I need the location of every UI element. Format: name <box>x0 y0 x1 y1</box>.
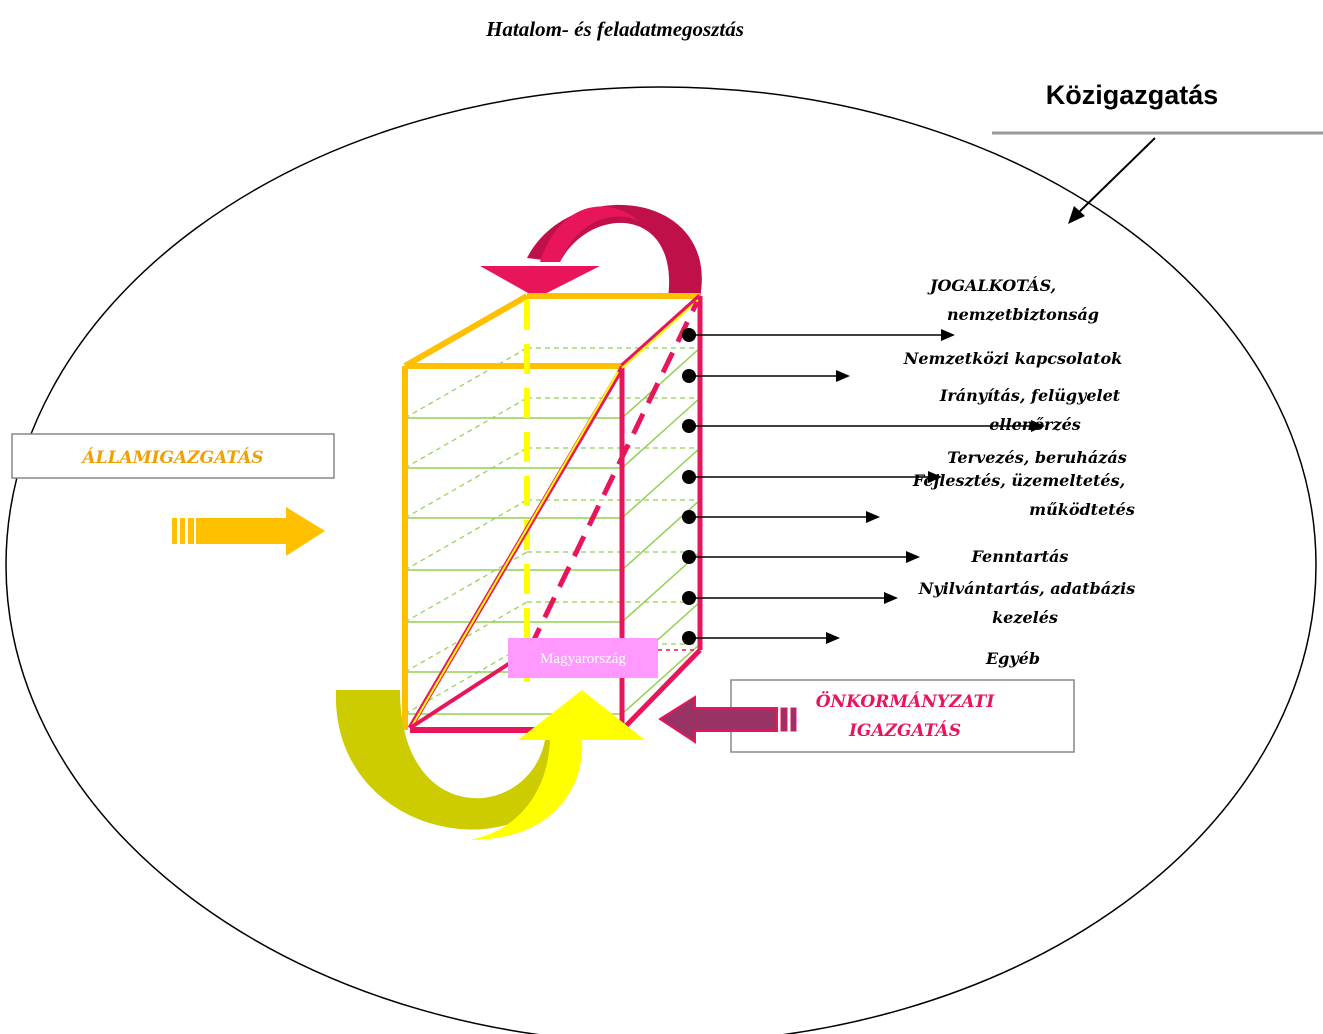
task-arrow-head <box>866 511 880 523</box>
public-administration-label: Közigazgatás <box>1046 80 1219 110</box>
task-arrow-head <box>836 370 850 382</box>
layer-right-edge <box>621 397 701 469</box>
top-curved-arrow <box>480 204 702 298</box>
task-item: Fejlesztés, üzemeltetés, működtetés <box>682 471 1135 524</box>
layer-left-edge <box>404 347 528 419</box>
pointer-arrow-head <box>1068 206 1085 224</box>
state-administration-label: ÁLLAMIGAZGATÁS <box>80 447 263 468</box>
public-administration-ellipse <box>5 86 1317 1034</box>
task-item: Egyéb <box>682 631 1040 668</box>
layer-left-edge <box>404 643 528 715</box>
layer-left-edge <box>404 397 528 469</box>
task-item: JOGALKOTÁS, nemzetbiztonság <box>682 275 1099 342</box>
task-arrow-head <box>826 632 840 644</box>
center-label: Magyarország <box>540 651 626 667</box>
layer-left-edge <box>404 447 528 519</box>
task-label-line1: Nemzetközi kapcsolatok <box>903 349 1123 368</box>
state-administration-box <box>11 433 335 479</box>
layer-planes <box>404 347 701 715</box>
state-arrow <box>172 507 325 556</box>
task-arrow-head <box>941 329 955 341</box>
task-arrow-head <box>906 551 920 563</box>
layer-left-edge <box>404 499 528 571</box>
task-item: Fenntartás <box>682 547 1068 566</box>
pointer-arrow-line <box>1075 137 1156 216</box>
local-government-box <box>730 679 1075 753</box>
task-label-line1: Fenntartás <box>971 547 1069 566</box>
state-prism-edges <box>402 293 700 730</box>
layer-right-edge <box>621 347 701 419</box>
task-label-line2: nemzetbiztonság <box>947 305 1099 324</box>
task-label-line2: ellenőrzés <box>989 415 1081 434</box>
task-arrow-head <box>884 592 898 604</box>
task-item: Irányítás, felügyelet ellenőrzés <box>682 386 1121 434</box>
center-label-box <box>508 638 658 678</box>
local-government-label-line1: ÖNKORMÁNYZATI <box>816 691 996 712</box>
bottom-curved-arrow <box>335 690 645 840</box>
task-item: Tervezés, beruházás <box>682 448 1127 484</box>
task-label-line1: Fejlesztés, üzemeltetés, <box>912 471 1125 490</box>
task-arrow-head <box>1031 420 1045 432</box>
layer-left-edge <box>404 601 528 673</box>
task-label-line1: JOGALKOTÁS, <box>927 275 1056 295</box>
layer-right-edge <box>621 447 701 519</box>
task-label-line1: Tervezés, beruházás <box>947 448 1126 467</box>
task-label-line1: Irányítás, felügyelet <box>939 386 1121 405</box>
diagram-title: Hatalom- és feladatmegosztás <box>485 17 744 41</box>
task-label-line2: kezelés <box>992 608 1058 627</box>
task-item: Nyilvántartás, adatbázis kezelés <box>682 579 1135 627</box>
task-item: Nemzetközi kapcsolatok <box>682 349 1122 383</box>
task-label-line2: működtetés <box>1029 500 1135 519</box>
task-label-line1: Egyéb <box>985 649 1040 668</box>
layer-right-edge <box>621 643 701 715</box>
task-arrow-head <box>928 471 942 483</box>
task-label-line1: Nyilvántartás, adatbázis <box>918 579 1136 598</box>
local-government-label-line2: IGAZGATÁS <box>848 720 961 741</box>
local-government-arrow <box>658 695 797 744</box>
